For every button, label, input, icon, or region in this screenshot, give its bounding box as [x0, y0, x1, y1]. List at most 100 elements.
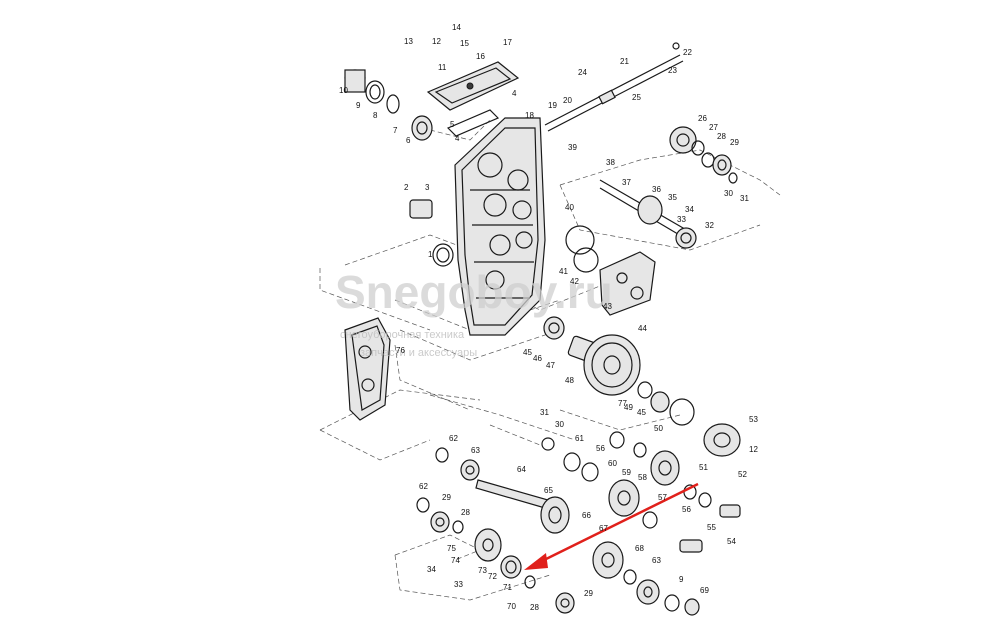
label-p56a: 56: [596, 444, 605, 453]
label-p23: 23: [668, 66, 677, 75]
watermark: Snegoboy.ru снегоуборочная техника запча…: [335, 266, 613, 359]
label-p20: 20: [563, 96, 572, 105]
label-p38: 38: [606, 158, 615, 167]
label-p70: 70: [507, 602, 516, 611]
label-p8: 8: [373, 111, 378, 120]
label-p32: 32: [705, 221, 714, 230]
label-p55: 55: [707, 523, 716, 532]
label-p4b: 4: [455, 134, 460, 143]
label-p30b: 30: [555, 420, 564, 429]
label-p31a: 31: [740, 194, 749, 203]
label-p19: 19: [548, 101, 557, 110]
label-p48: 48: [565, 376, 574, 385]
label-p11: 11: [438, 63, 447, 72]
label-p45b: 45: [637, 408, 646, 417]
label-p26: 26: [698, 114, 707, 123]
label-p43: 43: [603, 302, 612, 311]
label-p73: 73: [478, 566, 487, 575]
label-p72: 72: [488, 572, 497, 581]
label-p34b: 34: [427, 565, 436, 574]
label-p58: 58: [638, 473, 647, 482]
label-p1: 1: [428, 250, 433, 259]
upper-right-gear-cluster: [669, 126, 738, 184]
label-p45a: 45: [523, 348, 532, 357]
watermark-line-1: снегоуборочная техника: [340, 329, 465, 341]
label-p50: 50: [654, 424, 663, 433]
label-p49: 49: [624, 403, 633, 412]
input-bushing: [409, 199, 454, 267]
label-p6: 6: [406, 136, 411, 145]
label-p12a: 12: [432, 37, 441, 46]
label-p60: 60: [608, 459, 617, 468]
label-p52: 52: [738, 470, 747, 479]
label-p33b: 33: [454, 580, 463, 589]
label-p62a: 62: [449, 434, 458, 443]
label-p42: 42: [570, 277, 579, 286]
label-p33a: 33: [677, 215, 686, 224]
label-p66: 66: [582, 511, 591, 520]
label-p59: 59: [622, 468, 631, 477]
label-p27: 27: [709, 123, 718, 132]
left-bearing-stack: [344, 69, 433, 141]
lower-right-gear-cluster: [608, 450, 741, 553]
label-p24: 24: [578, 68, 587, 77]
label-p34a: 34: [685, 205, 694, 214]
shift-shaft: [544, 42, 684, 132]
label-p77: 77: [618, 399, 627, 408]
label-p28b: 28: [461, 508, 470, 517]
label-p29a: 29: [730, 138, 739, 147]
label-p65: 65: [544, 486, 553, 495]
label-p7: 7: [393, 126, 398, 135]
label-p40: 40: [565, 203, 574, 212]
label-p57: 57: [658, 493, 667, 502]
label-p17: 17: [503, 38, 512, 47]
label-p47: 47: [546, 361, 555, 370]
label-p10: 10: [339, 86, 348, 95]
cover-gasket: [446, 109, 500, 137]
label-p28a: 28: [717, 132, 726, 141]
label-p16: 16: [476, 52, 485, 61]
part-number-labels: 1 2 3 4 4 5 6 7 8 9 9 10 11 12 12 13 14 …: [339, 23, 758, 612]
label-p63a: 63: [471, 446, 480, 455]
seal-rings-49-50: [637, 381, 695, 426]
label-p46: 46: [533, 354, 542, 363]
label-p18: 18: [525, 111, 534, 120]
label-p71: 71: [503, 583, 512, 592]
gearbox-housing: [454, 117, 546, 336]
label-p68: 68: [635, 544, 644, 553]
label-p14: 14: [452, 23, 461, 32]
watermark-brand: Snegoboy.ru: [335, 266, 613, 318]
label-p35: 35: [668, 193, 677, 202]
arrow-head: [524, 553, 548, 570]
label-p75: 75: [447, 544, 456, 553]
label-p3: 3: [425, 183, 430, 192]
label-p44: 44: [638, 324, 647, 333]
label-p69: 69: [700, 586, 709, 595]
bottom-gear-cluster: [592, 541, 700, 616]
label-p13: 13: [404, 37, 413, 46]
lower-output-shaft: [475, 479, 570, 534]
top-cover-plate: [426, 61, 520, 111]
label-p36: 36: [652, 185, 661, 194]
label-p53: 53: [749, 415, 758, 424]
label-p21: 21: [620, 57, 629, 66]
label-p4a: 4: [512, 89, 517, 98]
watermark-line-2: запчасти и аксессуары: [360, 347, 477, 359]
label-p51: 51: [699, 463, 708, 472]
label-p54: 54: [727, 537, 736, 546]
label-p37: 37: [622, 178, 631, 187]
label-p2: 2: [404, 183, 409, 192]
label-p12b: 12: [749, 445, 758, 454]
o-rings-and-plate: [565, 225, 656, 316]
mid-gear-cluster: [541, 431, 647, 482]
label-p25: 25: [632, 93, 641, 102]
label-p9b: 9: [679, 575, 684, 584]
label-p41: 41: [559, 267, 568, 276]
highlight-arrow: [524, 482, 699, 570]
label-p63b: 63: [652, 556, 661, 565]
label-p76: 76: [396, 346, 405, 355]
left-lower-bearings: [416, 447, 480, 534]
label-p9a: 9: [356, 101, 361, 110]
label-p29b: 29: [442, 493, 451, 502]
